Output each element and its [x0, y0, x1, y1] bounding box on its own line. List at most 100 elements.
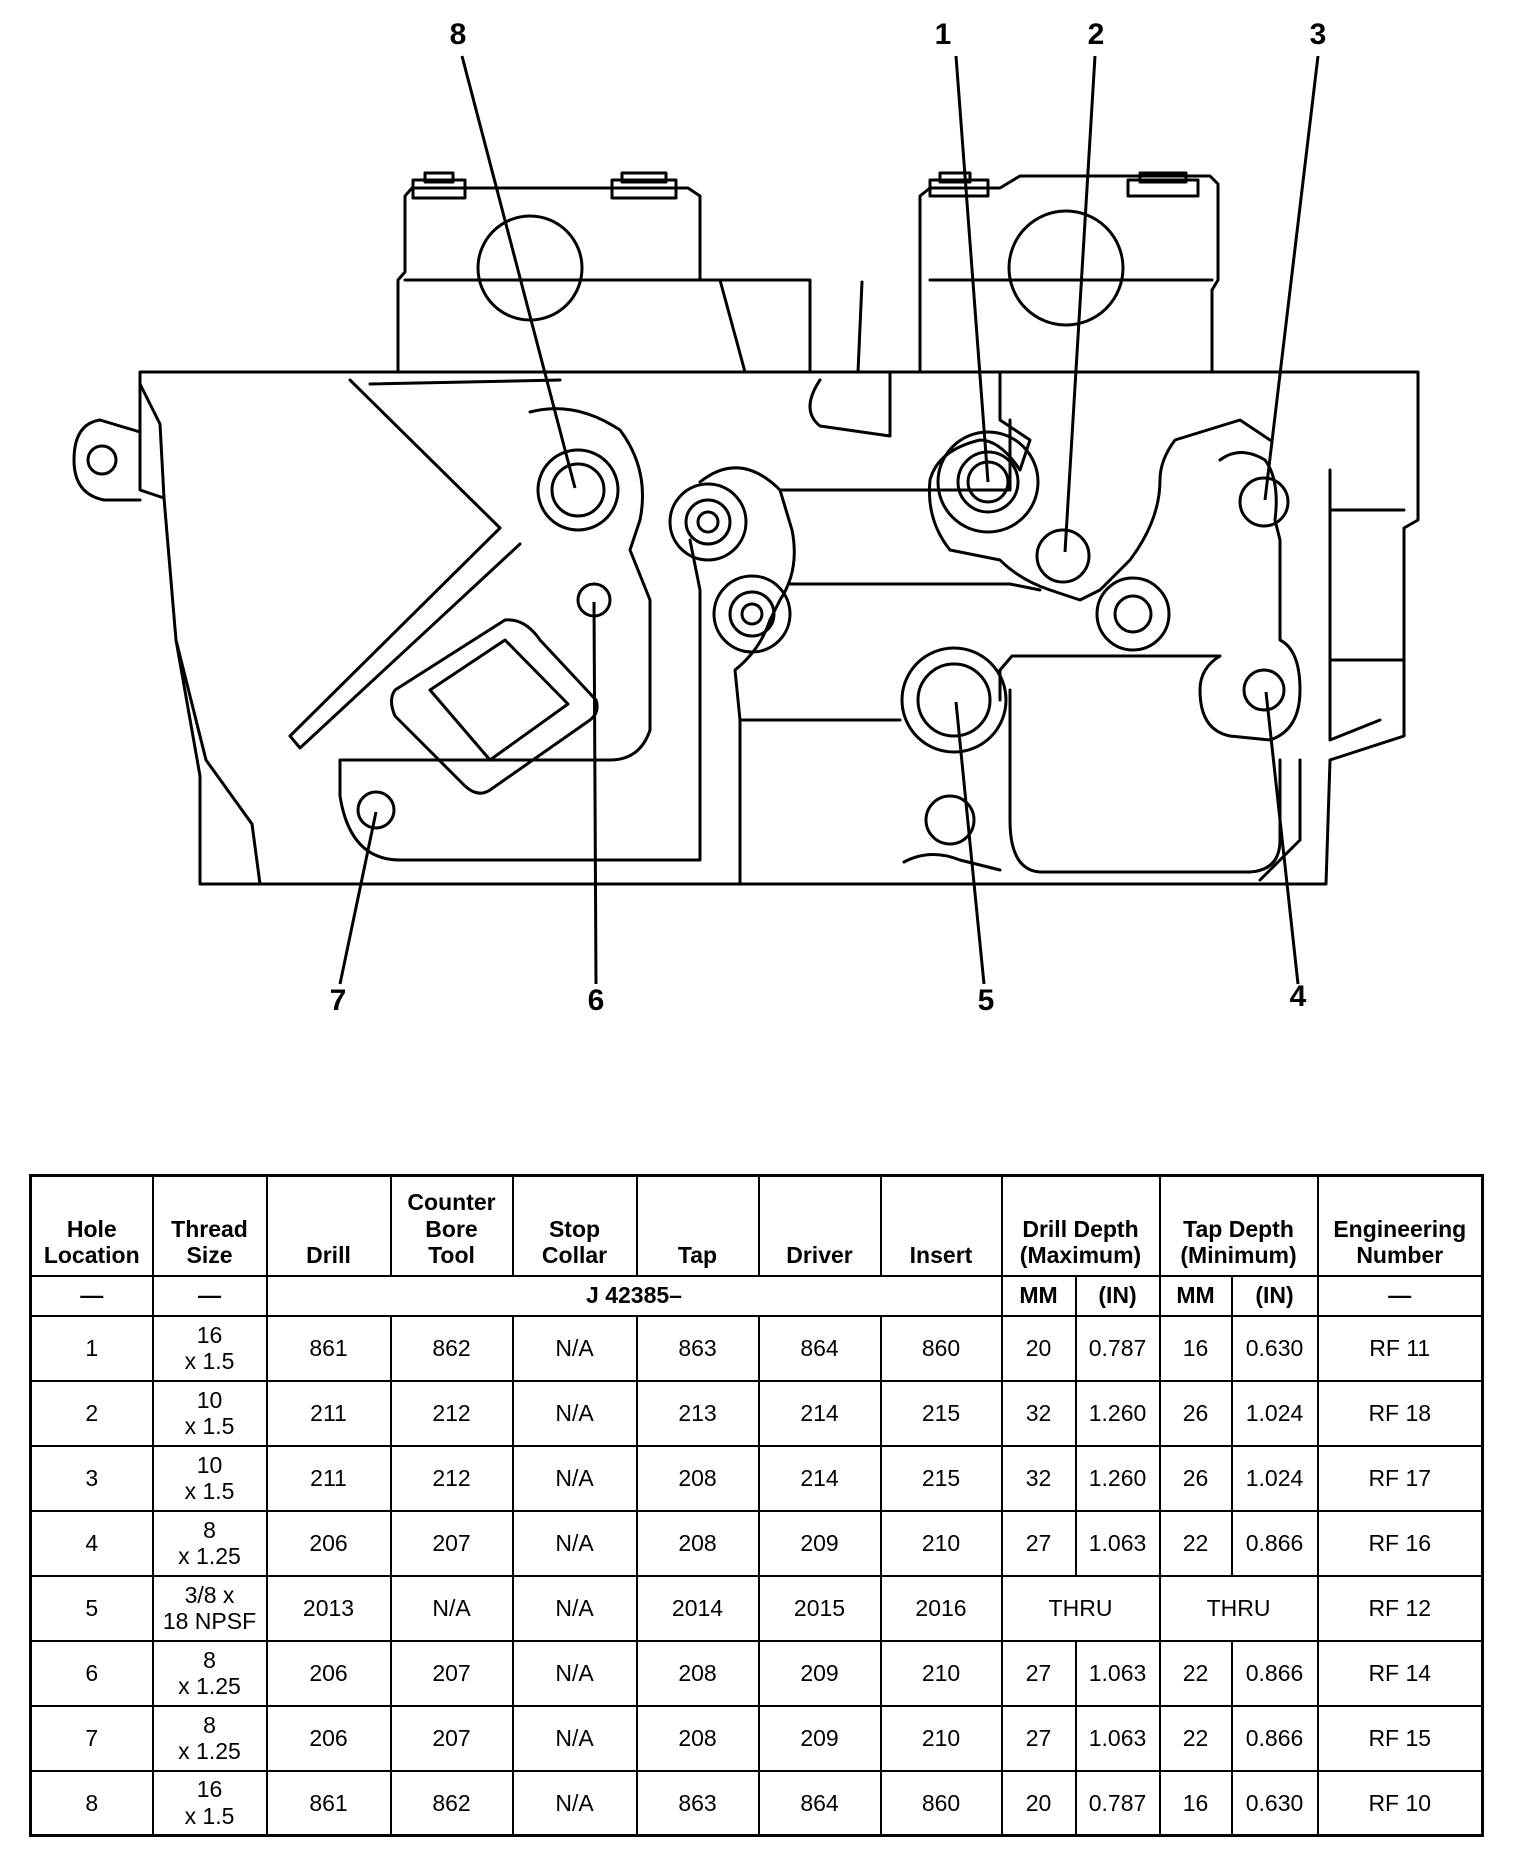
units-drill-mm: MM	[1000, 1274, 1077, 1317]
cell-hole-location: 4	[29, 1509, 154, 1577]
cylinder-head-diagram: 8 1 2 3 7 6 5 4	[72, 18, 1420, 1017]
cell-tap-depth: THRU	[1158, 1574, 1319, 1642]
cell-stop-collar: N/A	[511, 1769, 638, 1837]
leader-6	[592, 601, 598, 985]
callout-8: 8	[450, 18, 467, 51]
cell-stop-collar: N/A	[511, 1704, 638, 1772]
cell-stop-collar: N/A	[511, 1444, 638, 1512]
cell-drill-depth-mm: 27	[1000, 1509, 1077, 1577]
cell-driver: 2015	[757, 1574, 882, 1642]
cell-tap: 208	[635, 1639, 760, 1707]
thread-size-line: 8	[203, 1516, 216, 1543]
cell-tap-depth-mm: 16	[1158, 1314, 1233, 1382]
cell-hole-location: 7	[29, 1704, 154, 1772]
cell-stop-collar: N/A	[511, 1379, 638, 1447]
hole-3	[1238, 476, 1290, 528]
cell-tap-depth-in: 1.024	[1230, 1444, 1319, 1512]
units-tap-in: (IN)	[1230, 1274, 1319, 1317]
cam-bore-right	[1007, 209, 1125, 327]
cell-tap-depth-in: 1.024	[1230, 1379, 1319, 1447]
cell-tap-depth-mm: 26	[1158, 1444, 1233, 1512]
cell-drill-depth-mm: 20	[1000, 1769, 1077, 1837]
cell-stop-collar: N/A	[511, 1639, 638, 1707]
cell-drill-depth: THRU	[1000, 1574, 1161, 1642]
thread-size-line: 8	[203, 1646, 216, 1673]
cam-tower-right	[856, 171, 1220, 374]
cell-hole-location: 1	[29, 1314, 154, 1382]
leader-1	[954, 55, 990, 483]
cell-drill: 861	[265, 1769, 392, 1837]
cell-driver: 214	[757, 1379, 882, 1447]
cell-engineering-number: RF 16	[1316, 1509, 1484, 1577]
cell-driver: 864	[757, 1769, 882, 1837]
hole-8	[550, 462, 606, 518]
header-tap: Tap	[635, 1174, 760, 1277]
cell-tap: 208	[635, 1704, 760, 1772]
cell-drill-depth-in: 0.787	[1074, 1314, 1161, 1382]
cell-tap-depth-mm: 22	[1158, 1509, 1233, 1577]
thread-size-line: 18 NPSF	[162, 1608, 257, 1634]
cell-insert: 215	[879, 1379, 1003, 1447]
header-driver: Driver	[757, 1174, 882, 1277]
hole-5-boss	[900, 646, 1008, 754]
cell-tap: 208	[635, 1444, 760, 1512]
cell-tap: 2014	[635, 1574, 760, 1642]
boss-center-upper	[668, 482, 748, 562]
hole-5	[916, 662, 992, 738]
cell-engineering-number: RF 14	[1316, 1639, 1484, 1707]
cell-drill: 206	[265, 1509, 392, 1577]
cell-drill-depth-in: 1.063	[1074, 1704, 1161, 1772]
cell-drill-depth-mm: 32	[1000, 1444, 1077, 1512]
thread-size-line: x 1.5	[184, 1413, 235, 1439]
cell-insert: 860	[879, 1314, 1003, 1382]
leader-7	[338, 811, 378, 985]
cell-hole-location: 5	[29, 1574, 154, 1642]
cell-hole-location: 6	[29, 1639, 154, 1707]
cell-tap-depth-in: 0.630	[1230, 1769, 1319, 1837]
boss-center-lower	[712, 574, 792, 654]
cell-engineering-number: RF 17	[1316, 1444, 1484, 1512]
units-drill-in: (IN)	[1074, 1274, 1161, 1317]
cell-engineering-number: RF 15	[1316, 1704, 1484, 1772]
cell-tap-depth-mm: 22	[1158, 1639, 1233, 1707]
callout-7: 7	[330, 984, 347, 1017]
cell-hole-location: 8	[29, 1769, 154, 1837]
cell-engineering-number: RF 12	[1316, 1574, 1484, 1642]
cell-drill: 2013	[265, 1574, 392, 1642]
cell-driver: 209	[757, 1704, 882, 1772]
cell-drill-depth-mm: 20	[1000, 1314, 1077, 1382]
units-tool-prefix: J 42385–	[265, 1274, 1003, 1317]
thread-size-line: 10	[196, 1386, 223, 1413]
leader-3	[1263, 55, 1320, 501]
cell-counter-bore-tool: 862	[389, 1314, 514, 1382]
cell-tap-depth-mm: 22	[1158, 1704, 1233, 1772]
cell-tap: 863	[635, 1314, 760, 1382]
cell-tap: 213	[635, 1379, 760, 1447]
cell-drill-depth-mm: 32	[1000, 1379, 1077, 1447]
cell-driver: 864	[757, 1314, 882, 1382]
cell-driver: 209	[757, 1509, 882, 1577]
cell-drill: 206	[265, 1639, 392, 1707]
cell-counter-bore-tool: N/A	[389, 1574, 514, 1642]
cell-counter-bore-tool: 207	[389, 1639, 514, 1707]
cell-tap-depth-in: 0.630	[1230, 1314, 1319, 1382]
cam-bore-left	[476, 214, 584, 322]
cell-driver: 209	[757, 1639, 882, 1707]
header-drill: Drill	[265, 1174, 392, 1277]
mounting-ear	[72, 418, 142, 502]
thread-size-line: 8	[203, 1711, 216, 1738]
cell-engineering-number: RF 10	[1316, 1769, 1484, 1837]
leader-8	[460, 55, 577, 489]
header-drill-depth: Drill Depth(Maximum)	[1000, 1174, 1161, 1277]
